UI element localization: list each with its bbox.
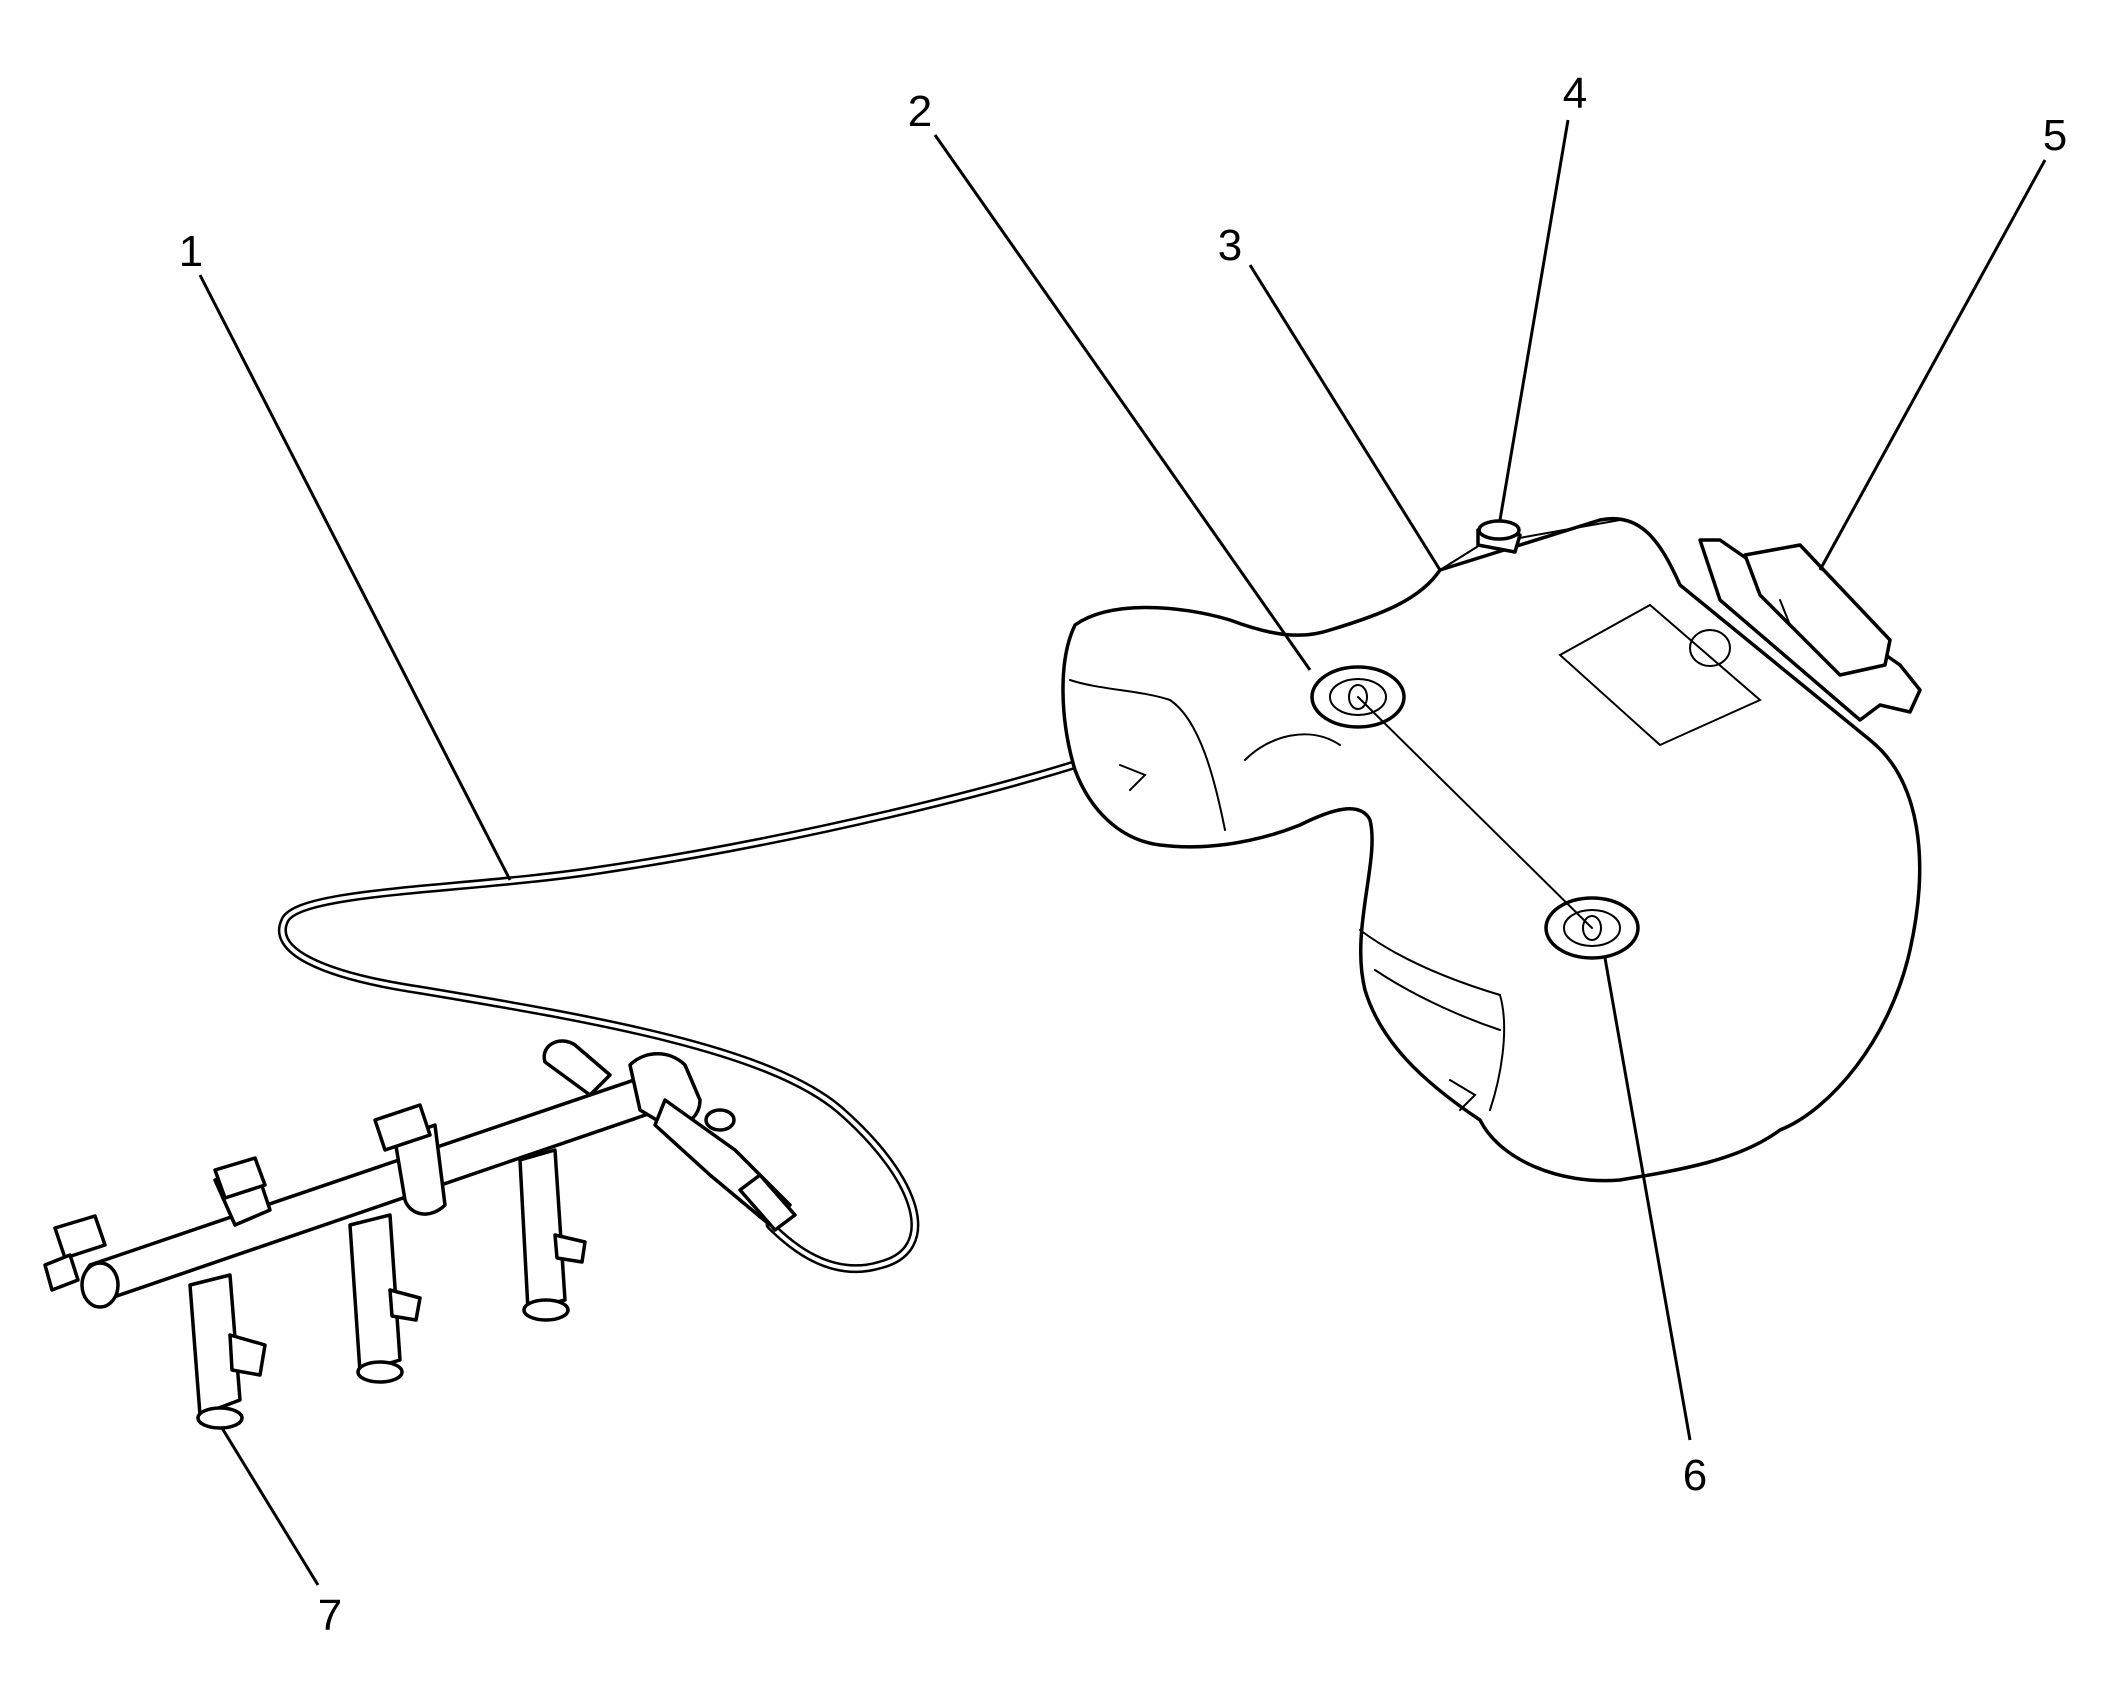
- leader-line-2: [933, 134, 1312, 671]
- fuel-injector: [518, 1148, 587, 1322]
- leader-line-1: [198, 274, 512, 881]
- fuel-rail: [43, 1039, 797, 1309]
- bracket-module: [1698, 538, 1922, 722]
- fuel-feed-hose: [278, 750, 1110, 1274]
- vent-fitting: [1476, 519, 1522, 554]
- callout-6: 6: [1683, 1451, 1707, 1500]
- fuel-injector: [188, 1273, 267, 1430]
- fuel-injector: [348, 1213, 422, 1384]
- callout-1: 1: [179, 227, 203, 276]
- crossover-line: [1357, 696, 1593, 929]
- callout-2: 2: [908, 87, 932, 136]
- leader-line-3: [1248, 264, 1442, 571]
- callout-7: 7: [318, 1591, 342, 1640]
- leader-line-5: [1818, 159, 2047, 571]
- callout-4: 4: [1563, 69, 1587, 118]
- callout-3: 3: [1218, 221, 1242, 270]
- fuel-tank: [1061, 516, 1922, 1183]
- leader-line-6: [1603, 957, 1692, 1441]
- leader-line-4: [1498, 119, 1570, 521]
- leader-line-7: [220, 1427, 320, 1586]
- callout-5: 5: [2043, 111, 2067, 160]
